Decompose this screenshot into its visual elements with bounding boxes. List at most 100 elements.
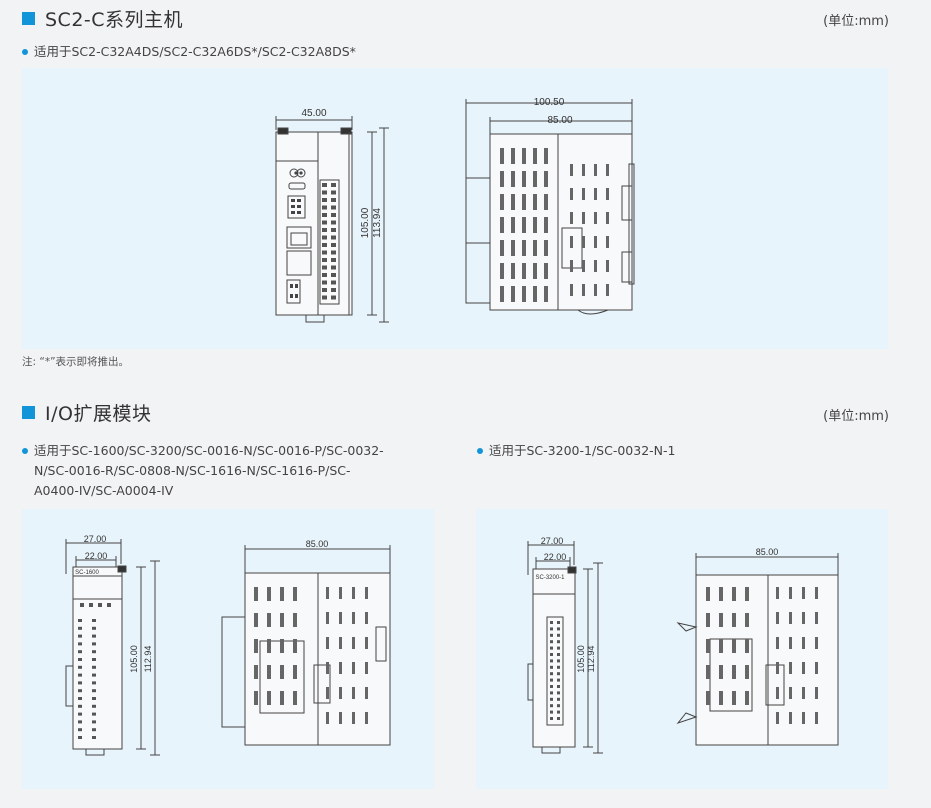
dim-text-side-total: 100.50	[534, 97, 565, 108]
terminal-screw	[322, 250, 327, 255]
terminal-screw	[78, 619, 82, 622]
vent-slot	[706, 639, 710, 653]
vent-slot	[511, 263, 515, 279]
vent-slot	[606, 164, 609, 176]
vent-slot	[500, 286, 504, 302]
vent-slot	[254, 665, 258, 679]
vent-slot	[533, 240, 537, 256]
vent-slot	[365, 712, 368, 724]
terminal-screw	[322, 213, 327, 217]
terminal-screw	[78, 712, 82, 716]
connector-pin	[557, 627, 560, 631]
vent-slot	[293, 639, 297, 653]
vent-slot	[254, 691, 258, 705]
unit-label: (单位:mm)	[823, 409, 889, 424]
vent-slot	[594, 236, 597, 248]
vent-slot	[326, 687, 329, 699]
connector-pin	[557, 717, 560, 720]
vent-slot	[511, 286, 515, 302]
vent-slot	[745, 665, 749, 679]
vent-slot	[802, 587, 805, 599]
connector-pin	[557, 691, 560, 695]
terminal-screw	[322, 183, 327, 187]
led	[98, 603, 102, 607]
terminal-screw	[92, 728, 96, 732]
main-unit-drawing: 45.00 105.00 113.94 100.50 85.00	[275, 97, 635, 323]
terminal-screw	[331, 288, 336, 292]
connector-pin	[557, 685, 560, 688]
vent-slot	[544, 217, 548, 233]
vent-slot	[802, 662, 805, 674]
vent-slot	[719, 691, 723, 705]
terminal-screw	[322, 228, 327, 232]
connector-pin	[550, 646, 553, 650]
vent-slot	[544, 194, 548, 210]
terminal-screw	[78, 665, 82, 669]
terminal-screw	[322, 265, 327, 270]
section-square-icon	[22, 12, 35, 25]
vent-slot	[570, 188, 573, 200]
vent-slot	[732, 587, 736, 601]
vent-slot	[745, 587, 749, 601]
vent-slot	[815, 637, 818, 649]
vent-slot	[352, 637, 355, 649]
dim-text-height: 105.00	[129, 645, 139, 673]
vent-slot	[706, 691, 710, 705]
terminal-screw	[331, 295, 336, 300]
module-label: SC-1600	[75, 570, 99, 576]
terminal-screw	[322, 273, 327, 277]
vent-slot	[533, 194, 537, 210]
vent-slot	[522, 217, 526, 233]
vent-slot	[732, 665, 736, 679]
vent-slot	[293, 691, 297, 705]
connector-pin	[557, 697, 560, 701]
vent-slot	[544, 148, 548, 164]
vent-slot	[582, 236, 585, 248]
terminal-screw	[78, 642, 82, 646]
section-title-text: I/O扩展模块	[45, 403, 152, 425]
vent-slot	[776, 712, 779, 724]
vent-slot	[582, 164, 585, 176]
terminal-screw	[92, 626, 96, 630]
led	[107, 603, 111, 607]
connector-pin	[557, 665, 560, 669]
vent-slot	[606, 236, 609, 248]
vent-slot	[522, 240, 526, 256]
dim-text-inner-width: 22.00	[85, 551, 108, 561]
terminal-screw	[331, 235, 336, 240]
connector-pin	[557, 653, 560, 656]
connector-pin	[557, 704, 560, 708]
bullet-text-right: 适用于SC-3200-1/SC-0032-N-1	[489, 443, 676, 458]
vent-slot	[776, 612, 779, 624]
connector-pin	[550, 710, 553, 714]
terminal-screw	[92, 736, 96, 739]
terminal-screw	[322, 235, 327, 240]
connector-pin	[557, 672, 560, 676]
terminal-screw	[78, 634, 82, 638]
vent-slot	[500, 171, 504, 187]
terminal-screw	[331, 213, 336, 217]
section-title-io-module: I/O扩展模块	[22, 399, 151, 426]
connector-pin	[550, 697, 553, 701]
vent-slot	[293, 665, 297, 679]
terminal-screw	[92, 673, 96, 677]
vent-slot	[745, 639, 749, 653]
vent-slot	[544, 240, 548, 256]
vent-slot	[254, 587, 258, 601]
terminal-screw	[92, 642, 96, 646]
vent-slot	[280, 639, 284, 653]
connector-pin	[550, 685, 553, 688]
connector-pin	[557, 646, 560, 650]
dim-text-front-height: 105.00	[360, 207, 371, 238]
vent-slot	[326, 637, 329, 649]
vent-slot	[719, 665, 723, 679]
terminal-screw	[92, 619, 96, 622]
vent-slot	[352, 612, 355, 624]
vent-slot	[815, 587, 818, 599]
vent-slot	[706, 587, 710, 601]
terminal-screw	[322, 243, 327, 247]
vent-slot	[511, 217, 515, 233]
connector-pin	[550, 665, 553, 669]
connector-pin	[550, 621, 553, 624]
vent-slot	[280, 613, 284, 627]
